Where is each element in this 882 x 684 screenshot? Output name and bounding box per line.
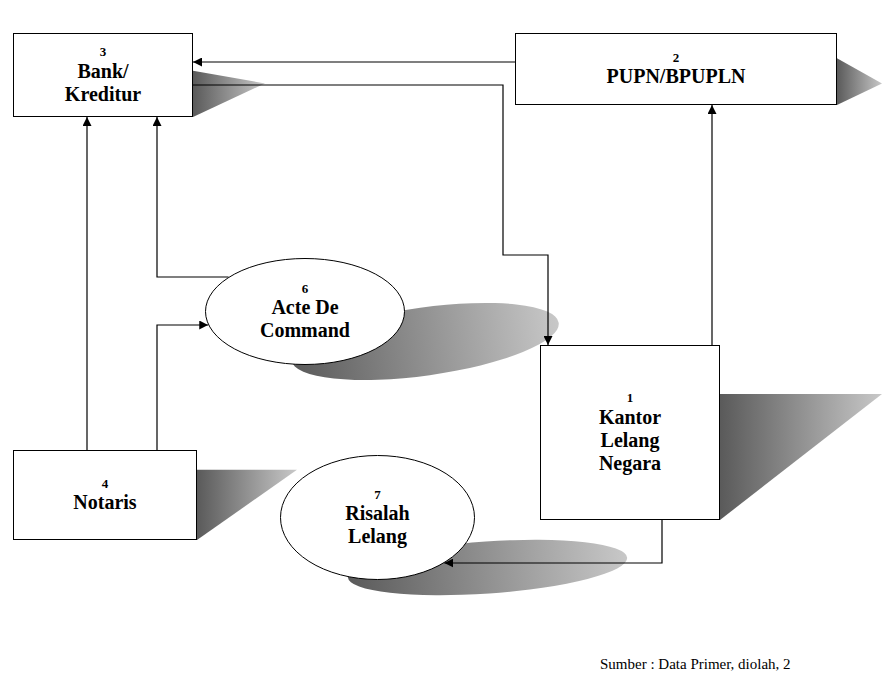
node-content: 3Bank/ Kreditur	[48, 44, 158, 106]
process-box: 4Notaris	[13, 450, 197, 540]
node-label: Acte De Command	[243, 296, 368, 342]
node-label: Notaris	[73, 491, 136, 514]
callout-number: 2	[673, 50, 680, 66]
node-content: 4Notaris	[73, 476, 136, 515]
document-ellipse: 7Risalah Lelang	[280, 455, 475, 580]
process-box: 3Bank/ Kreditur	[13, 33, 193, 117]
ellipse-shape	[206, 259, 405, 365]
node-label: PUPN/BPUPLN	[607, 65, 746, 88]
node-content: 1Kantor Lelang Negara	[583, 390, 678, 475]
node-label: Kantor Lelang Negara	[583, 406, 678, 475]
drop-shadow	[720, 394, 882, 520]
flow-arrow	[193, 61, 515, 62]
callout-number: 3	[100, 44, 107, 60]
callout-number: 4	[102, 476, 109, 492]
drop-shadow	[193, 71, 265, 117]
process-box: 2PUPN/BPUPLN	[515, 33, 837, 105]
node-label: Risalah Lelang	[325, 502, 430, 548]
flow-arrow	[157, 117, 229, 277]
node-content: 6Acte De Command	[243, 281, 368, 343]
drop-shadow	[837, 58, 882, 105]
document-ellipse: 6Acte De Command	[205, 258, 405, 365]
source-caption: Sumber : Data Primer, diolah, 2	[600, 656, 791, 673]
flow-arrow	[157, 325, 208, 450]
callout-number: 1	[627, 390, 634, 406]
ellipse-shape	[281, 456, 475, 580]
flow-arrow	[86, 117, 87, 450]
flow-arrow	[444, 520, 662, 563]
node-content: 7Risalah Lelang	[325, 487, 430, 549]
flow-arrow	[711, 105, 712, 345]
callout-number: 7	[374, 487, 381, 503]
node-content: 2PUPN/BPUPLN	[607, 50, 746, 89]
node-label: Bank/ Kreditur	[48, 60, 158, 106]
callout-number: 6	[302, 281, 309, 297]
process-box: 1Kantor Lelang Negara	[540, 345, 720, 520]
